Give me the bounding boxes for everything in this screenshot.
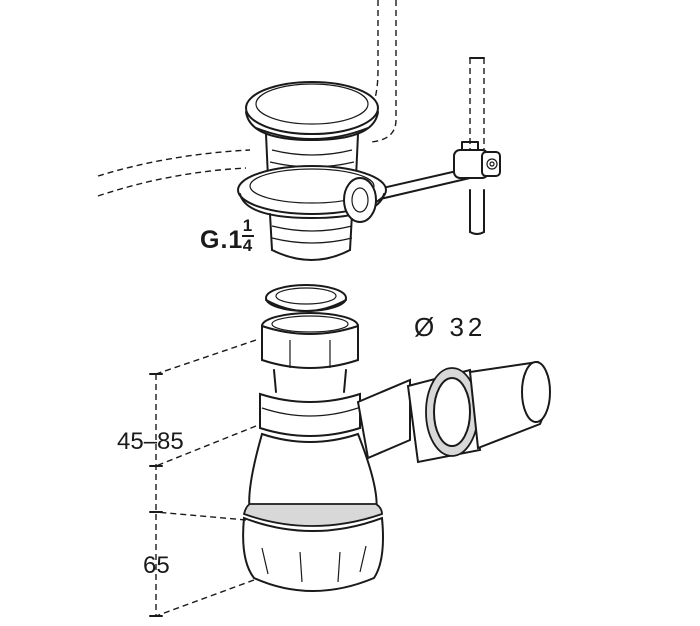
fraction-numerator: 1 bbox=[242, 216, 254, 235]
drain-plug bbox=[237, 81, 387, 261]
fraction-bar bbox=[242, 235, 254, 237]
sealing-washer bbox=[265, 284, 347, 312]
outlet-diameter-label: Ø 32 bbox=[414, 312, 487, 342]
thread-size-text: G.1 bbox=[200, 226, 244, 254]
fraction-denominator: 4 bbox=[242, 236, 254, 255]
thread-size-label: G.1 1 4 bbox=[200, 217, 254, 255]
bottle-siphon bbox=[242, 312, 384, 592]
adjustable-height-label: 45–85 bbox=[117, 428, 184, 455]
lift-rod-mechanism bbox=[373, 57, 501, 235]
outlet-pipe bbox=[356, 360, 551, 464]
dimension-lines bbox=[149, 339, 257, 617]
thread-size-fraction: 1 4 bbox=[241, 216, 255, 255]
bottom-height-label: 65 bbox=[143, 552, 170, 579]
